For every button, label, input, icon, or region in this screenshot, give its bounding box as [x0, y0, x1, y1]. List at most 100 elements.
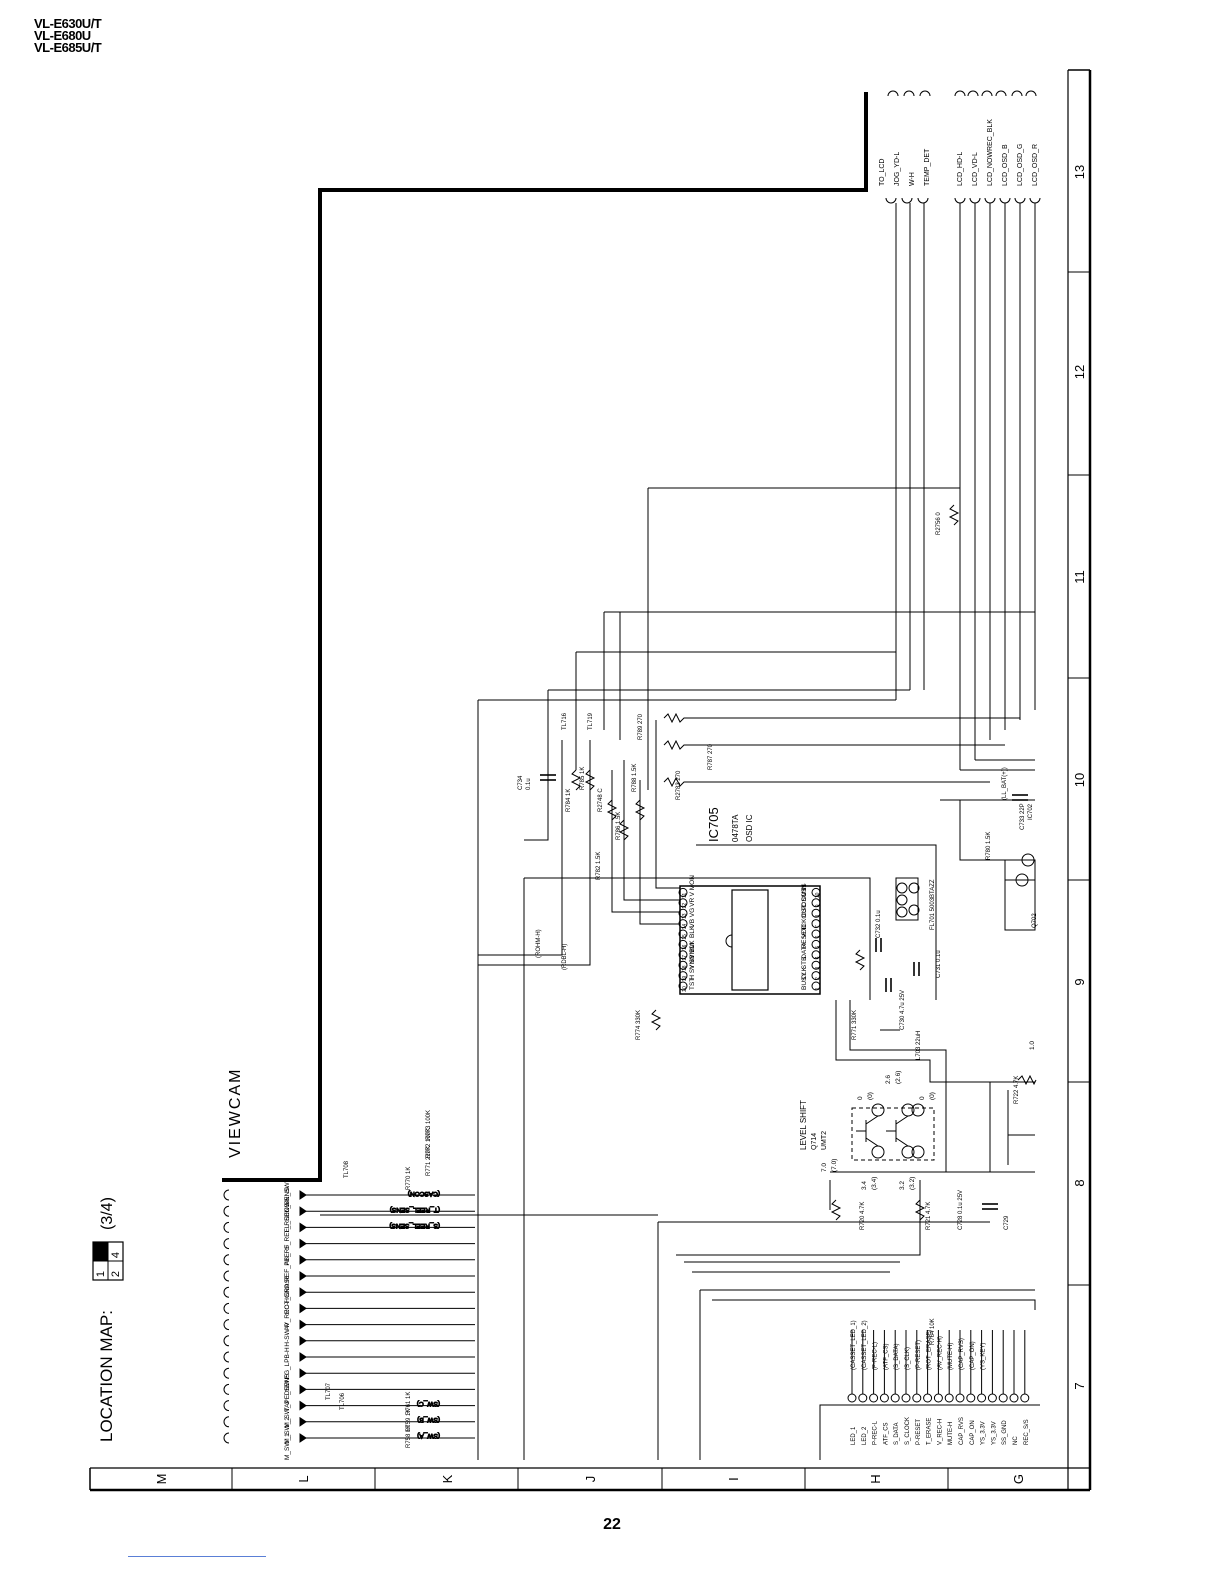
ic705-pin-marker — [678, 981, 688, 991]
connector-pin-arc — [223, 1205, 230, 1217]
connector-pin-marker — [966, 1393, 976, 1403]
bottom-pin-label: LED_2 — [862, 1426, 868, 1445]
connector-pin-marker — [987, 1393, 997, 1403]
component-label-r770: R770 1K — [406, 1167, 412, 1190]
component-label-q702: Q702 — [1032, 913, 1038, 928]
board-label: VIEWCAM — [227, 1068, 244, 1158]
ic705-right-pin-number: 10 — [815, 892, 821, 898]
left-net-label: (SW_B) — [417, 1416, 440, 1423]
model-number-1: VL-E630U/T — [34, 16, 102, 31]
ic705-pin-marker — [811, 919, 821, 929]
left-net-label: (SW_C) — [417, 1400, 440, 1407]
connector-arrow — [299, 1287, 307, 1298]
component-label-r2756: R2756 0 — [936, 512, 942, 535]
component-label-q714: Q714 — [811, 1133, 818, 1150]
connector-pin-arc — [223, 1189, 230, 1201]
connector-left-signal: TAPE_SENS — [284, 1373, 291, 1411]
connector-signal: TEMP_DET — [924, 148, 931, 186]
voltage-label: (3.2) — [909, 1177, 916, 1190]
connector-signal: W-H — [909, 172, 916, 186]
component-label-c728: C728 0.1u 25V — [958, 1190, 964, 1230]
component-label-l703: L703 22uH — [916, 1031, 922, 1060]
frame — [89, 69, 1092, 1492]
ic705-function: OSD IC — [745, 814, 754, 842]
connector-pin-arc — [223, 1432, 230, 1444]
ic705-right-pin-number: 3 — [815, 967, 821, 970]
ic705-pin-marker — [678, 939, 688, 949]
connector-left-signal: DEW — [284, 1379, 291, 1395]
component-label-tl707: TL707 — [326, 1382, 332, 1400]
row-letter: H — [868, 1474, 883, 1483]
connector-pin-marker — [1009, 1393, 1019, 1403]
connector-signal: LCD_HD-L — [957, 152, 964, 186]
connector-pin-arc — [223, 1416, 230, 1428]
row-letter: J — [583, 1476, 598, 1483]
component-label-c732: C732 0.1u — [876, 910, 882, 938]
component-label-tl719: TL719 — [588, 712, 594, 730]
connector-left-signal: DOWN_SW — [284, 1181, 291, 1217]
bottom-net-label: (CASSET_LED_1) — [851, 1320, 857, 1370]
ic705-left-pin-label: VI — [689, 942, 696, 948]
connector-pin-arc — [223, 1383, 230, 1395]
ic705-left-pin-label: V SYNC — [689, 945, 696, 970]
component-label-fl701: FL701 5003BTAZZ — [930, 879, 936, 930]
level-shift-q714 — [851, 1103, 935, 1161]
connector-signal: LCD_NOWREC_BLK — [987, 119, 994, 186]
component-label-r780: R780 1.5K — [986, 832, 992, 860]
component-label-tl716: TL716 — [562, 712, 568, 730]
connector-left-signal: FG_L — [284, 1362, 291, 1379]
ic705: IC705 0478TA OSD IC — [679, 807, 821, 995]
right-connector — [885, 90, 1041, 770]
ic705-pin-marker — [678, 971, 688, 981]
right-connector-labels: TO_LCD JOG_YD-L W-H TEMP_DET LCD_HD-L LC… — [879, 119, 1039, 186]
ic705-left-pin-number: 13 — [682, 913, 688, 919]
component-label-rohm-h: (ROHM-H) — [536, 929, 542, 958]
bottom-net-label: (AV_REC-H) — [937, 1336, 943, 1370]
column-number: 11 — [1072, 570, 1087, 584]
component-label-rdbl-h: (RDBL-H) — [562, 944, 568, 970]
connector-arrow — [299, 1384, 307, 1395]
connector-signal: LCD_OSD_G — [1017, 144, 1024, 186]
component-label-ll-bat: (LL_BAT(+)) — [1002, 767, 1008, 800]
ic705-right-pin-number: 7 — [815, 925, 821, 928]
bottom-pin-label: S_CLOCK — [905, 1417, 911, 1445]
component-label-r774: R774 330K — [636, 1010, 642, 1040]
ic705-pin-marker — [811, 971, 821, 981]
connector-pin-arc — [223, 1270, 230, 1282]
ic705-left-pin-label: BLK — [689, 925, 696, 938]
column-number: 9 — [1072, 978, 1087, 985]
connector-arrow — [299, 1433, 307, 1443]
component-label-r721: R721 4.7K — [926, 1202, 932, 1230]
bottom-pin-label: CAP_RVS — [959, 1417, 965, 1445]
voltage-label: (2.6) — [895, 1071, 902, 1084]
bottom-net-label: (S_DATA) — [894, 1344, 900, 1370]
model-number-3: VL-E685U/T — [34, 40, 102, 55]
component-label-q714-part: UMT2 — [821, 1131, 828, 1150]
component-label-r759: R759 1K — [406, 1409, 412, 1432]
connector-arrow — [299, 1254, 307, 1265]
component-label-c733: C733 22P — [1020, 803, 1026, 830]
component-label-r782: R782 1.5K — [596, 852, 602, 880]
connector-arrow — [299, 1335, 307, 1346]
component-label-r2748: R2748 C — [598, 788, 604, 812]
connector-pin-marker — [890, 1393, 900, 1403]
connector-pin-arc — [223, 1286, 230, 1298]
connector-pin-arc — [223, 1238, 230, 1250]
ic705-right-pin-label: OSC OUT — [801, 888, 808, 918]
component-label-r771: R771 330K — [852, 1010, 858, 1040]
bottom-net-label: (P-REC-L) — [873, 1342, 879, 1370]
ic705-pin-marker — [678, 919, 688, 929]
component-label-r2783: R2783 270 — [676, 770, 682, 800]
component-label-tl708: TL708 — [344, 1160, 350, 1178]
ic705-left-pin-number: 19 — [682, 976, 688, 982]
ic705-pin-marker — [811, 898, 821, 908]
column-number: 8 — [1072, 1179, 1087, 1186]
bottom-pin-label: REC_S/S — [1024, 1419, 1030, 1445]
connector-arrow — [299, 1400, 307, 1411]
ic705-pin-marker — [811, 887, 821, 897]
connector-pin-marker — [858, 1393, 868, 1403]
component-label-r789: R789 270 — [638, 713, 644, 740]
ic705-left-pin-number: 15 — [682, 934, 688, 940]
left-net-label: (S_REEL_SENS) — [389, 1222, 440, 1229]
connector-arrow — [299, 1271, 307, 1281]
